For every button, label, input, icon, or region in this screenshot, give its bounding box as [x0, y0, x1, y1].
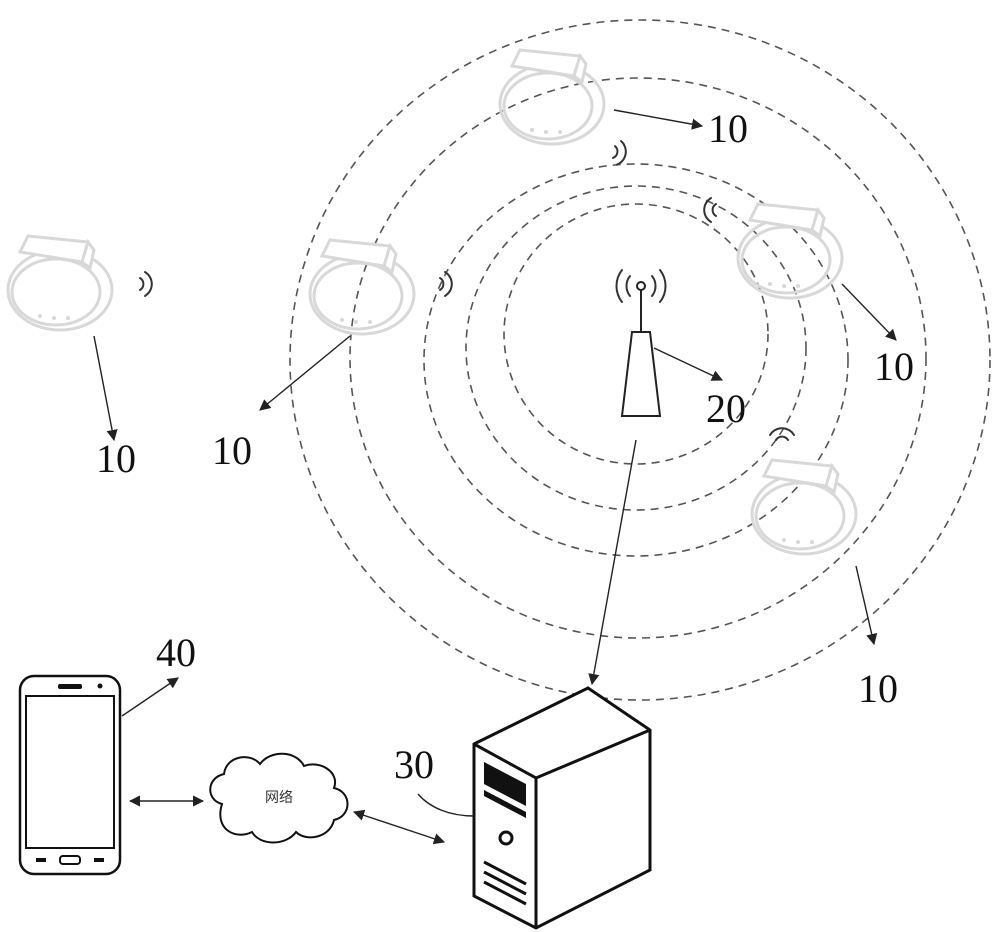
wristband-icon	[498, 48, 606, 146]
antenna-tower-icon	[615, 269, 667, 417]
coverage-rings	[289, 19, 991, 701]
coverage-ring-3	[423, 163, 849, 557]
leader-band-left-far	[93, 335, 118, 442]
label-band-left-far: 10	[96, 436, 136, 481]
network-to-server-arrow	[352, 809, 446, 845]
network-label: 网络	[265, 790, 293, 806]
wristband-left-inner	[308, 238, 416, 336]
reference-numerals: 10 10 10 10 10 20 30 40	[96, 106, 914, 787]
coverage-ring-2	[465, 185, 807, 511]
wristband-icon	[308, 238, 416, 336]
leader-band-right-lower	[855, 565, 878, 646]
server-tower-icon	[472, 686, 652, 930]
station-to-server-arrow	[588, 439, 637, 686]
smartphone	[18, 674, 122, 876]
reference-leaders	[93, 109, 897, 817]
leader-base-station	[653, 347, 724, 381]
label-band-left-inner: 10	[212, 428, 252, 473]
smartphone-icon	[18, 674, 122, 876]
label-base-station: 20	[706, 386, 746, 431]
wristband-right-upper	[736, 202, 844, 300]
wristband-right-lower	[750, 458, 858, 556]
leader-server	[417, 793, 475, 817]
label-server: 30	[394, 742, 434, 787]
signal-wave-icon	[610, 139, 629, 167]
connections	[128, 439, 637, 845]
label-band-right-lower: 10	[858, 666, 898, 711]
leader-band-left-inner	[259, 335, 351, 411]
wristband-icon	[6, 234, 114, 332]
signal-wave-icon	[439, 271, 453, 297]
server	[472, 686, 652, 930]
wristband-icon	[736, 202, 844, 300]
label-band-top: 10	[708, 106, 748, 151]
network-cloud: 网络	[209, 752, 349, 844]
label-phone: 40	[156, 630, 196, 675]
wristband-left-far	[6, 234, 114, 332]
wristband-icon	[750, 458, 858, 556]
leader-phone	[121, 677, 179, 717]
leader-band-right-upper	[841, 283, 897, 341]
label-band-right-upper: 10	[874, 344, 914, 389]
wristband-top	[498, 48, 606, 146]
coverage-ring-4	[349, 77, 927, 639]
cloud-icon	[209, 752, 349, 844]
leader-band-top	[613, 109, 704, 130]
coverage-ring-1	[503, 203, 769, 465]
coverage-ring-5	[289, 19, 991, 701]
base-station	[615, 269, 667, 417]
signal-wave-icon	[139, 271, 153, 297]
